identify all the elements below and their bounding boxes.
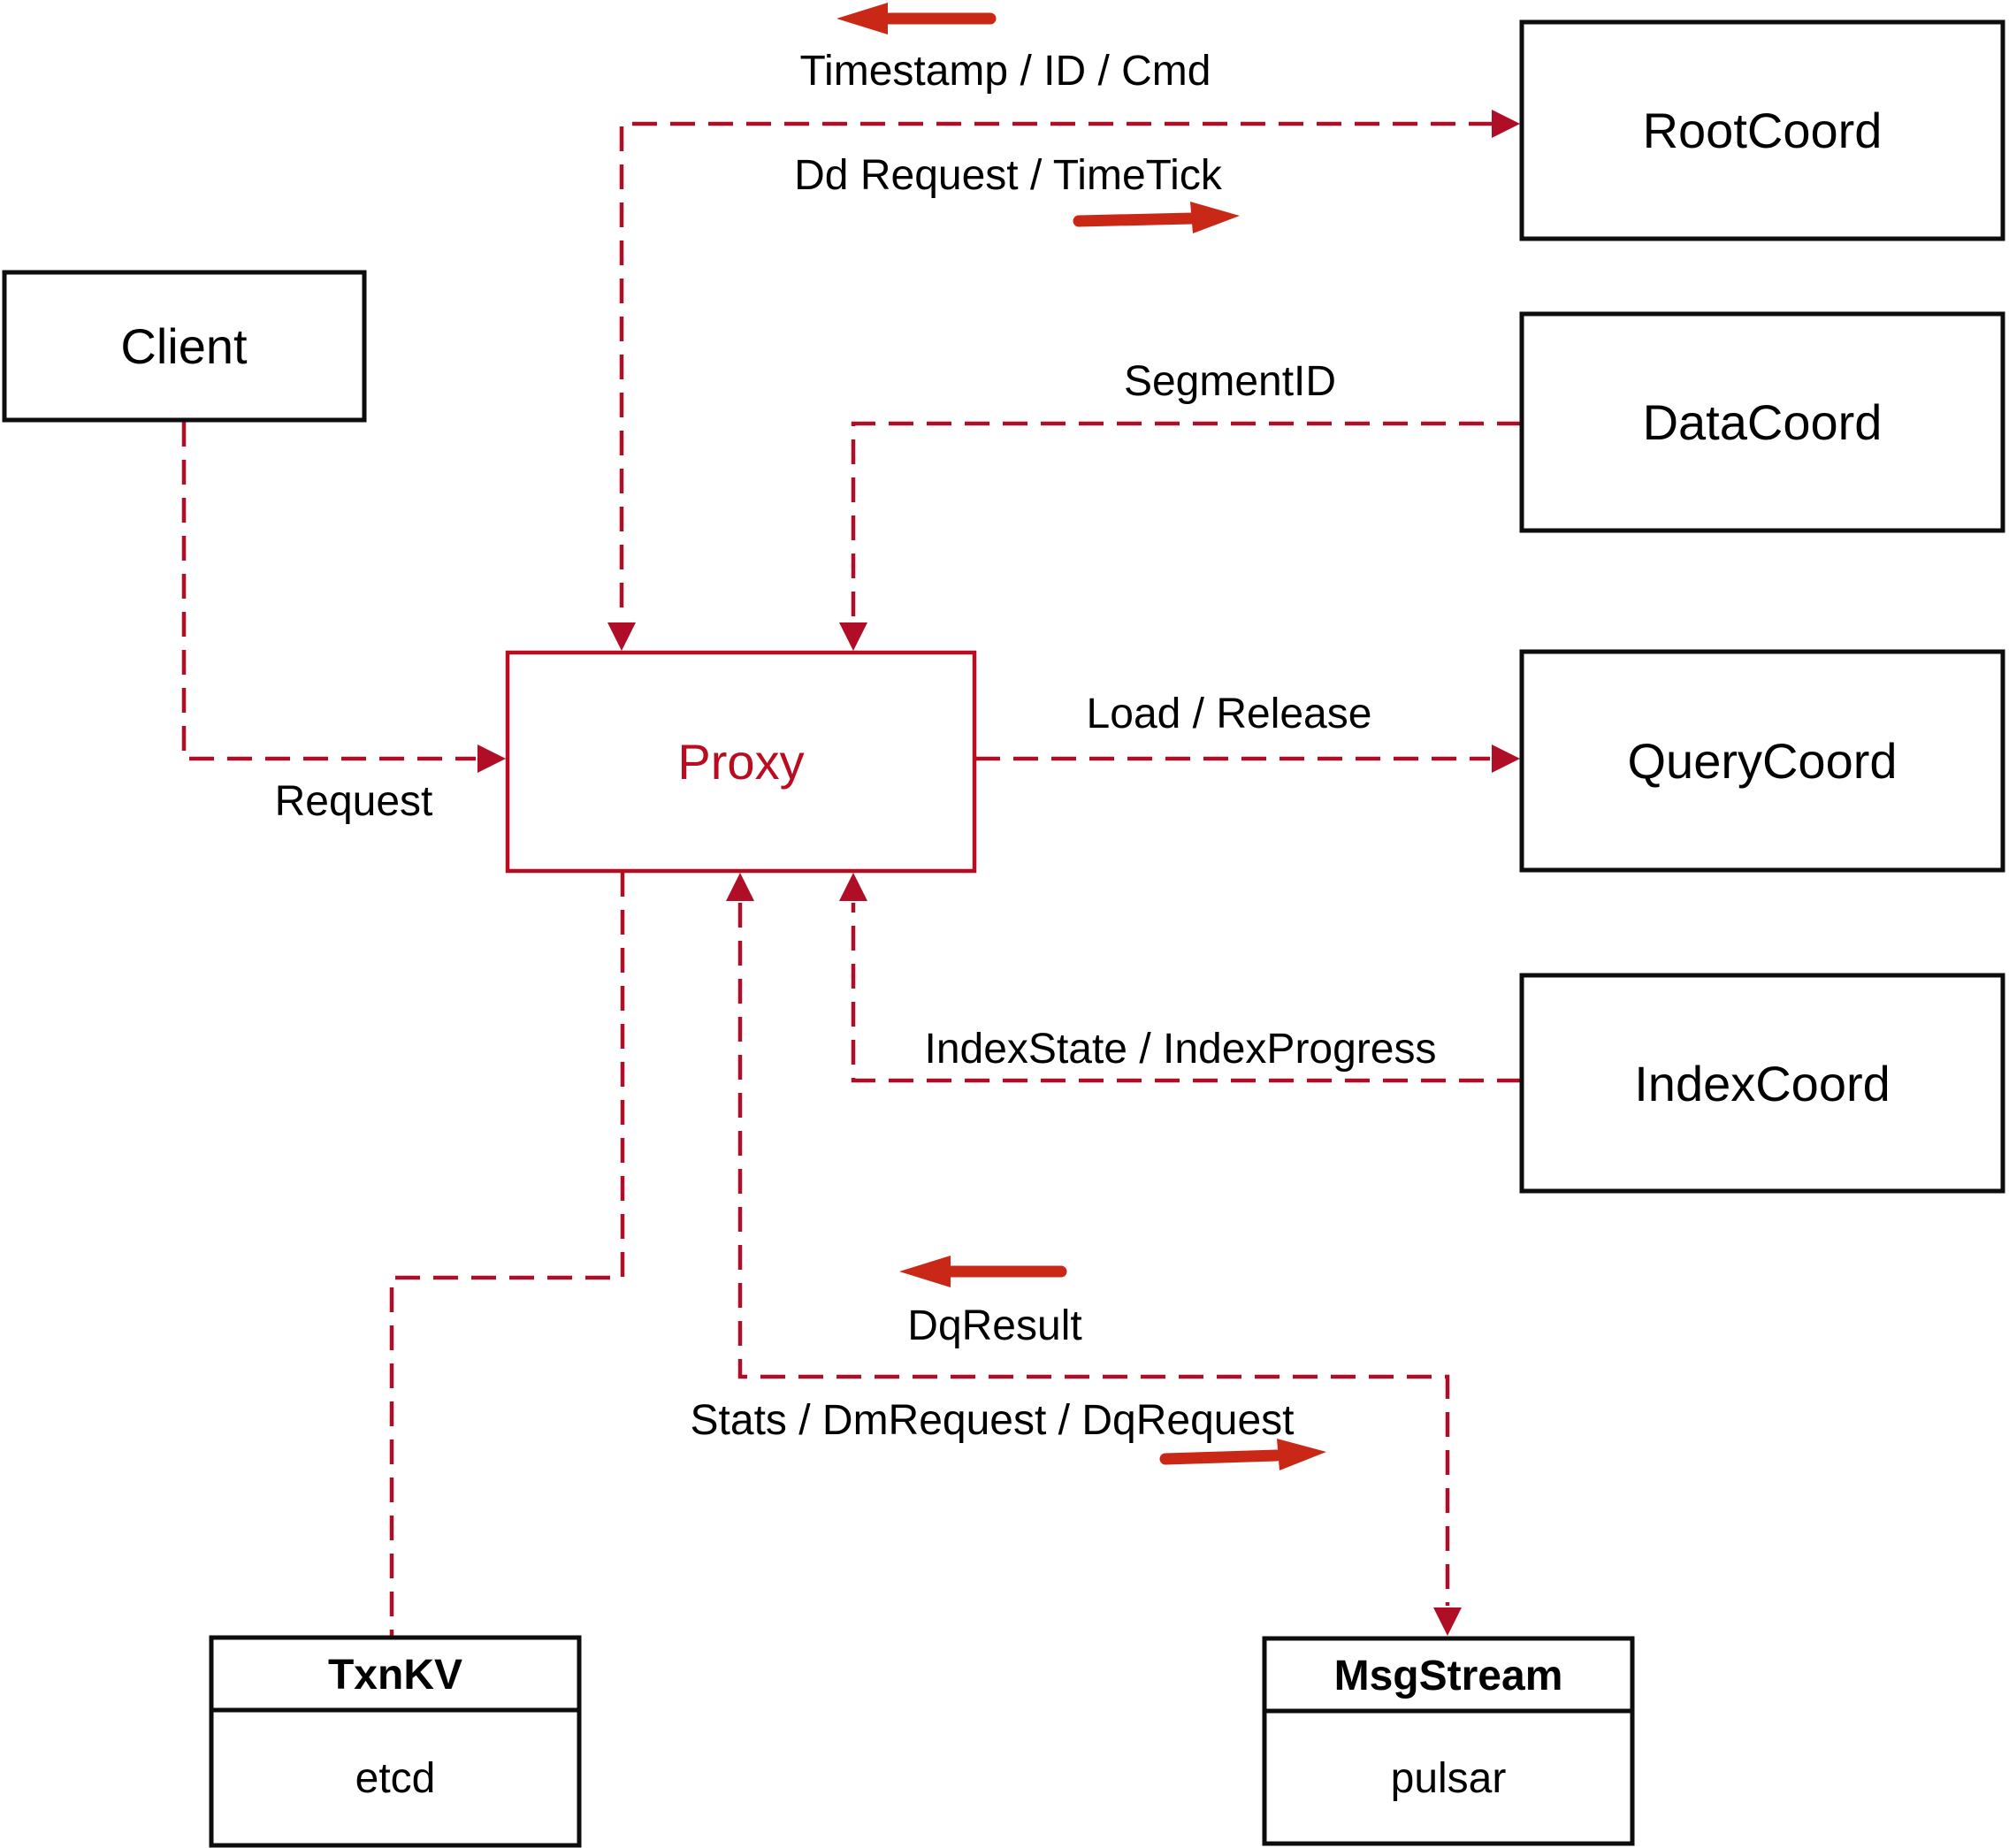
msgstream-title: MsgStream [1334, 1653, 1563, 1699]
txnkv-impl: etcd [355, 1755, 436, 1802]
arrowhead-up-into-proxy-icon [839, 873, 867, 901]
edge-label-dd-request-timetick: Dd Request / TimeTick [794, 152, 1223, 199]
arrowhead-up-into-proxy-icon [726, 873, 754, 901]
node-client: Client [2, 270, 367, 423]
arrow-left-icon [899, 1256, 951, 1287]
indexcoord-label: IndexCoord [1634, 1056, 1891, 1111]
arrowhead-down-into-msgstream-icon [1433, 1607, 1462, 1636]
arrow-right-icon [1277, 1439, 1326, 1470]
datacoord-label: DataCoord [1643, 394, 1883, 450]
rootcoord-box [1519, 19, 2005, 241]
node-rootcoord: RootCoord [1519, 19, 2005, 241]
arrowhead-down-into-proxy-icon [839, 622, 867, 651]
node-txnkv: TxnKV etcd [209, 1635, 582, 1848]
client-box [2, 270, 367, 423]
direction-arrow-left-top [836, 3, 997, 34]
direction-arrow-right-stats [1159, 1439, 1326, 1470]
arrow-left-icon [836, 3, 888, 34]
txnkv-box [209, 1635, 582, 1848]
edge-line-proxy-msgstream [737, 903, 1450, 1606]
arrowhead-down-into-proxy-icon [607, 622, 636, 651]
querycoord-box [1519, 649, 2005, 873]
edge-label-load-release: Load / Release [1087, 691, 1372, 737]
edge-proxy-txnkv [389, 872, 625, 1636]
edge-line-client-proxy [181, 422, 476, 761]
edge-line-indexcoord-proxy [851, 903, 1522, 1083]
edge-label-timestamp-id-cmd: Timestamp / ID / Cmd [800, 48, 1211, 95]
msgstream-box [1262, 1636, 1635, 1846]
arrow-tail [1159, 1449, 1283, 1465]
arrow-tail [1073, 212, 1198, 227]
edge-line-proxy-rootcoord [619, 121, 1493, 621]
edge-line-proxy-txnkv [389, 872, 625, 1636]
direction-arrow-left-dqresult [899, 1256, 1067, 1287]
arrowhead-right-into-rootcoord-icon [1492, 110, 1520, 138]
direction-arrow-right-top [1073, 202, 1240, 233]
edge-label-dqresult: DqResult [907, 1302, 1081, 1349]
querycoord-label: QueryCoord [1627, 733, 1897, 789]
proxy-box [505, 650, 977, 874]
edge-label-segmentid: SegmentID [1124, 358, 1336, 405]
edge-indexcoord-proxy [839, 873, 1522, 1083]
edge-proxy-querycoord [975, 745, 1520, 773]
indexcoord-box [1519, 973, 2005, 1194]
arrowhead-right-into-querycoord-icon [1492, 745, 1520, 773]
edge-line-datacoord-proxy [851, 421, 1522, 621]
edge-client-proxy [181, 422, 506, 773]
edge-label-request: Request [275, 778, 433, 825]
node-indexcoord: IndexCoord [1519, 973, 2005, 1194]
msgstream-impl: pulsar [1391, 1755, 1507, 1802]
edge-proxy-rootcoord [607, 110, 1520, 651]
edge-label-stats-dmrequest-dqrequest: Stats / DmRequest / DqRequest [691, 1397, 1295, 1444]
txnkv-title: TxnKV [328, 1652, 462, 1699]
proxy-label: Proxy [677, 734, 804, 790]
node-proxy: Proxy [505, 650, 977, 874]
edge-proxy-msgstream [726, 873, 1462, 1636]
node-querycoord: QueryCoord [1519, 649, 2005, 873]
node-msgstream: MsgStream pulsar [1262, 1636, 1635, 1846]
edge-label-indexstate-indexprogress: IndexState / IndexProgress [925, 1026, 1437, 1073]
edge-datacoord-proxy [839, 421, 1522, 651]
rootcoord-label: RootCoord [1643, 103, 1883, 158]
datacoord-box [1519, 311, 2005, 533]
arrow-right-icon [1190, 202, 1240, 233]
arrowhead-right-into-proxy-icon [477, 745, 506, 773]
client-label: Client [120, 318, 248, 374]
node-datacoord: DataCoord [1519, 311, 2005, 533]
